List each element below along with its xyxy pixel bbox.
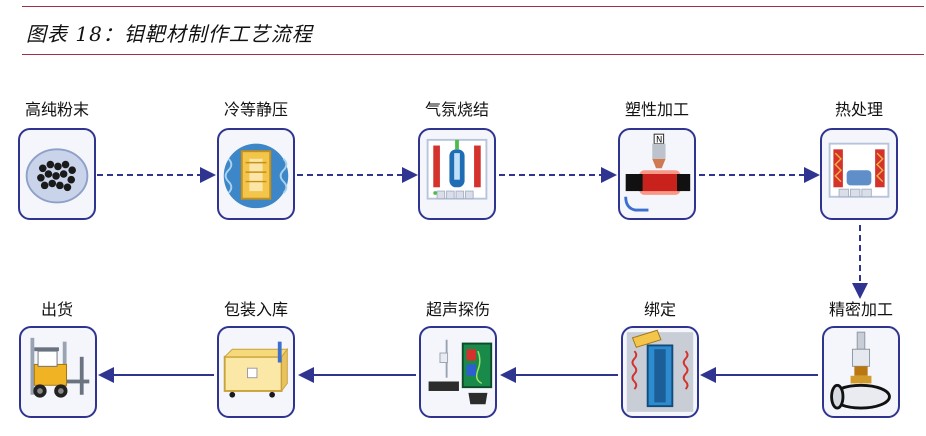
step-label-press: 冷等静压 [223,100,288,119]
step-label-ultrasonic: 超声探伤 [425,300,490,319]
step-label-forging: 塑性加工 [624,100,689,119]
step-box-machining [822,326,900,418]
header-bottom-rule [22,54,924,55]
bonding-icon [626,329,694,412]
step-label-bonding: 绑定 [643,300,676,319]
step-box-ultrasonic [419,326,497,418]
step-box-heat [820,128,898,220]
step-box-bonding [621,326,699,418]
heat-treatment-icon [828,142,890,198]
step-label-heat: 热处理 [834,100,883,119]
step-label-packing: 包装入库 [223,300,288,319]
step-box-sinter [418,128,496,220]
ultrasonic-icon [428,339,493,405]
step-box-powder [18,128,96,220]
press-icon [223,143,289,209]
step-label-machining: 精密加工 [828,300,893,319]
figure-title: 图表 18：钼靶材制作工艺流程 [26,22,313,46]
figure-header: 图表 18：钼靶材制作工艺流程 [0,0,926,60]
lathe-icon [830,331,891,410]
powder-icon [25,148,89,204]
furnace-icon [426,138,488,200]
step-box-shipping [19,326,97,418]
forging-icon: N [624,133,691,212]
forklift-icon [30,337,90,398]
step-label-sinter: 气氛烧结 [424,100,489,119]
header-top-rule [22,6,924,7]
step-box-packing [217,326,295,418]
step-box-press [217,128,295,220]
step-box-forging: N [618,128,696,220]
svg-text:N: N [656,136,662,146]
packing-icon [223,341,289,398]
step-label-shipping: 出货 [40,300,73,319]
step-label-powder: 高纯粉末 [24,100,89,119]
